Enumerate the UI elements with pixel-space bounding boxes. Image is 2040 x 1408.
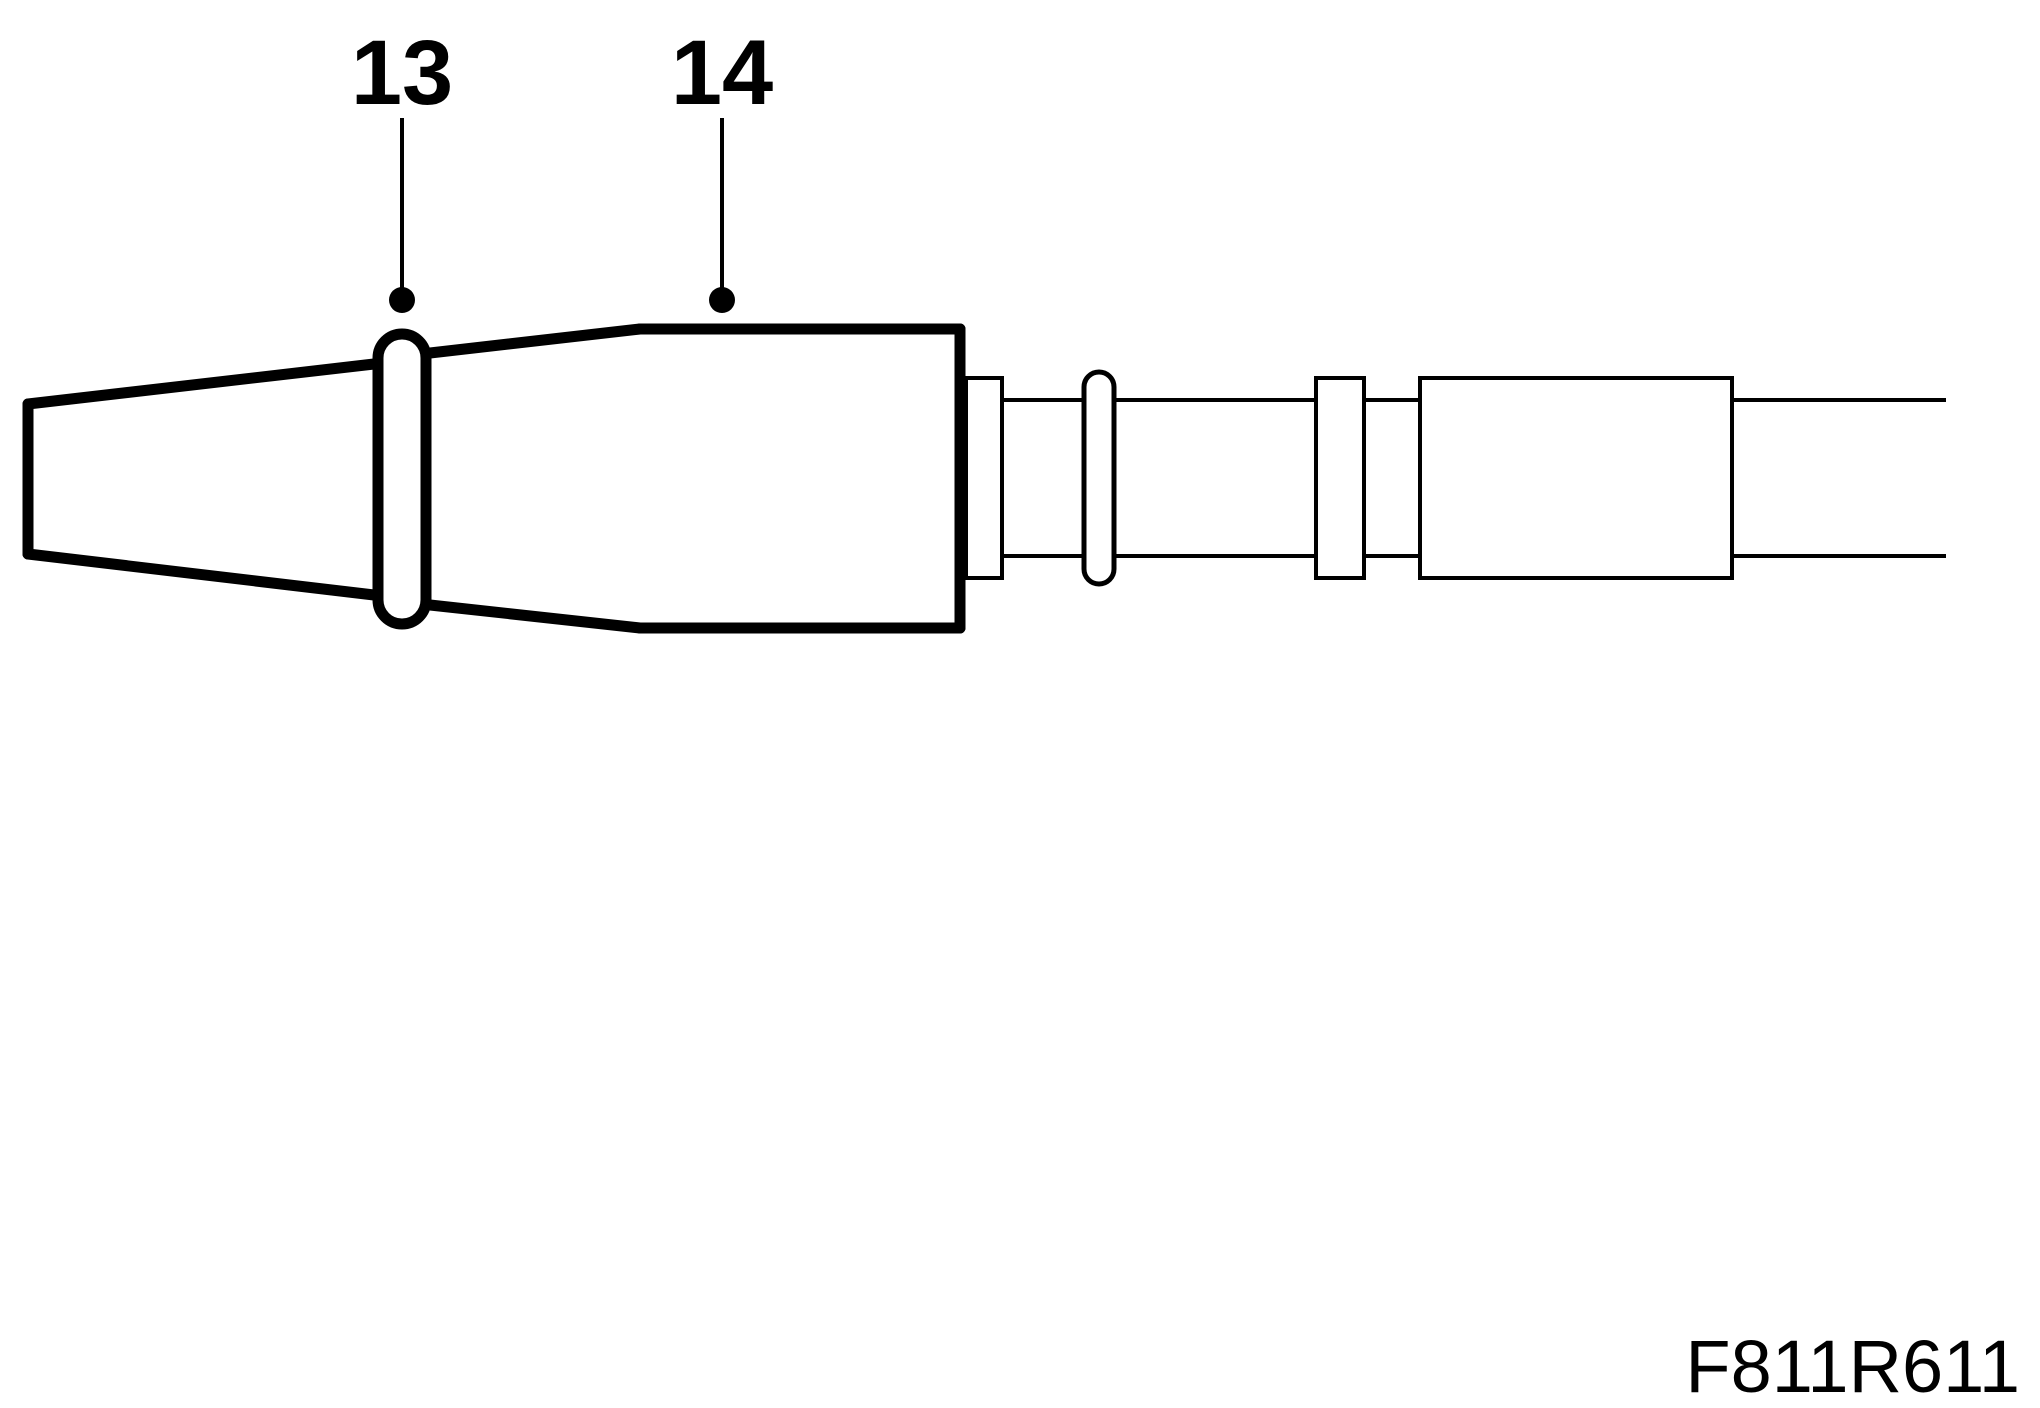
callout-14-label: 14 <box>671 22 773 124</box>
figure-code: F811R611 <box>1685 1325 2020 1408</box>
callout-14: 14 <box>671 22 773 313</box>
boot-cone-bottom-right <box>424 599 646 634</box>
shaft-assembly <box>964 369 1946 587</box>
shaft-collar <box>964 376 1004 580</box>
shaft-sleeve <box>1418 376 1734 580</box>
spacer-block <box>1314 376 1366 580</box>
boot-cone-top-right <box>424 323 646 359</box>
callout-14-leader-dot <box>709 287 735 313</box>
boot-cone-top-left <box>22 358 380 410</box>
callout-13: 13 <box>351 22 453 313</box>
boot-cone-bottom-left <box>22 548 380 601</box>
clamp-ring <box>372 328 432 630</box>
callout-13-leader-dot <box>389 287 415 313</box>
snap-ring <box>1081 369 1117 587</box>
boot-assembly <box>22 323 966 634</box>
callout-13-label: 13 <box>351 22 453 124</box>
